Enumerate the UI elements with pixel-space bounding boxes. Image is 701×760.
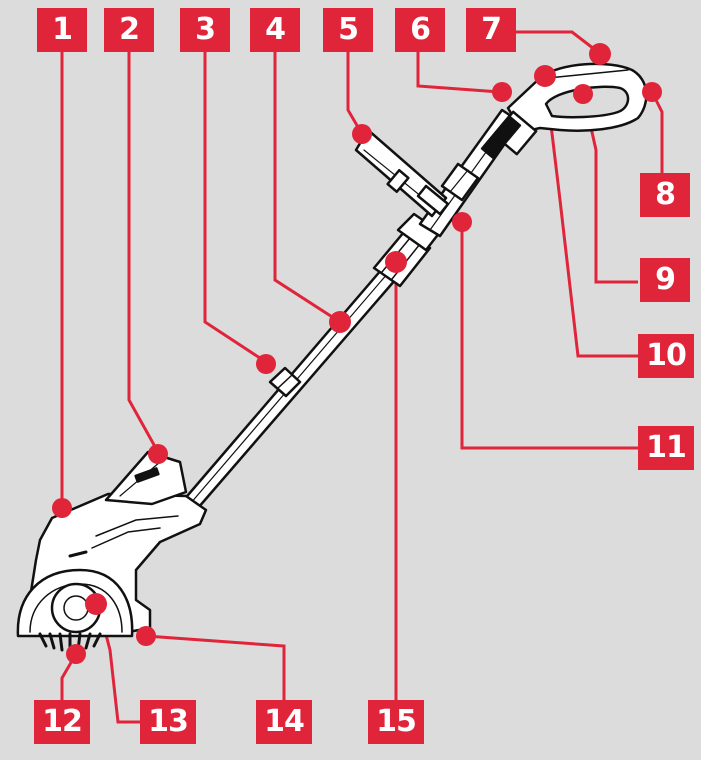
callout-dot-4 — [329, 311, 351, 333]
callout-badge-11: 11 — [638, 426, 694, 470]
callout-badge-5: 5 — [323, 8, 373, 52]
callout-dot-2 — [148, 444, 168, 464]
brush-guard — [16, 568, 134, 638]
callout-dot-3 — [256, 354, 276, 374]
callout-dot-7 — [589, 43, 611, 65]
leader-line-6 — [416, 52, 501, 94]
callout-dot-10 — [534, 65, 556, 87]
callout-badge-9: 9 — [640, 258, 690, 302]
callout-dot-12 — [66, 644, 86, 664]
callout-dot-5 — [352, 124, 372, 144]
callout-dot-15 — [385, 251, 407, 273]
leader-line-2 — [127, 52, 160, 453]
callout-dot-14 — [136, 626, 156, 646]
main-handle — [480, 62, 648, 159]
callout-badge-15: 15 — [368, 700, 424, 744]
callout-badge-13: 13 — [140, 700, 196, 744]
callout-dot-13 — [85, 593, 107, 615]
callout-badge-4: 4 — [250, 8, 300, 52]
callout-dot-11 — [452, 212, 472, 232]
callout-badge-2: 2 — [104, 8, 154, 52]
callout-dot-9 — [573, 84, 593, 104]
auxiliary-handle — [354, 128, 450, 218]
leader-line-7 — [516, 30, 599, 54]
device-body — [16, 62, 648, 652]
callout-dot-1 — [52, 498, 72, 518]
callout-dots — [52, 43, 662, 664]
callout-badge-3: 3 — [180, 8, 230, 52]
callout-badge-6: 6 — [395, 8, 445, 52]
callout-badge-1: 1 — [37, 8, 87, 52]
leader-line-10 — [543, 74, 638, 358]
callout-badge-12: 12 — [34, 700, 90, 744]
callout-dot-8 — [642, 82, 662, 102]
leader-line-3 — [203, 52, 267, 364]
battery-pack — [104, 450, 188, 506]
leader-line-14 — [145, 634, 286, 700]
callout-dot-6 — [492, 82, 512, 102]
callout-badge-8: 8 — [640, 173, 690, 217]
callout-badge-10: 10 — [638, 334, 694, 378]
leader-line-4 — [273, 52, 341, 324]
leader-line-8 — [650, 91, 664, 175]
shaft-collar — [268, 366, 302, 398]
leader-line-5 — [346, 52, 364, 135]
callout-badge-7: 7 — [466, 8, 516, 52]
leader-line-11 — [460, 222, 638, 450]
callout-badge-14: 14 — [256, 700, 312, 744]
